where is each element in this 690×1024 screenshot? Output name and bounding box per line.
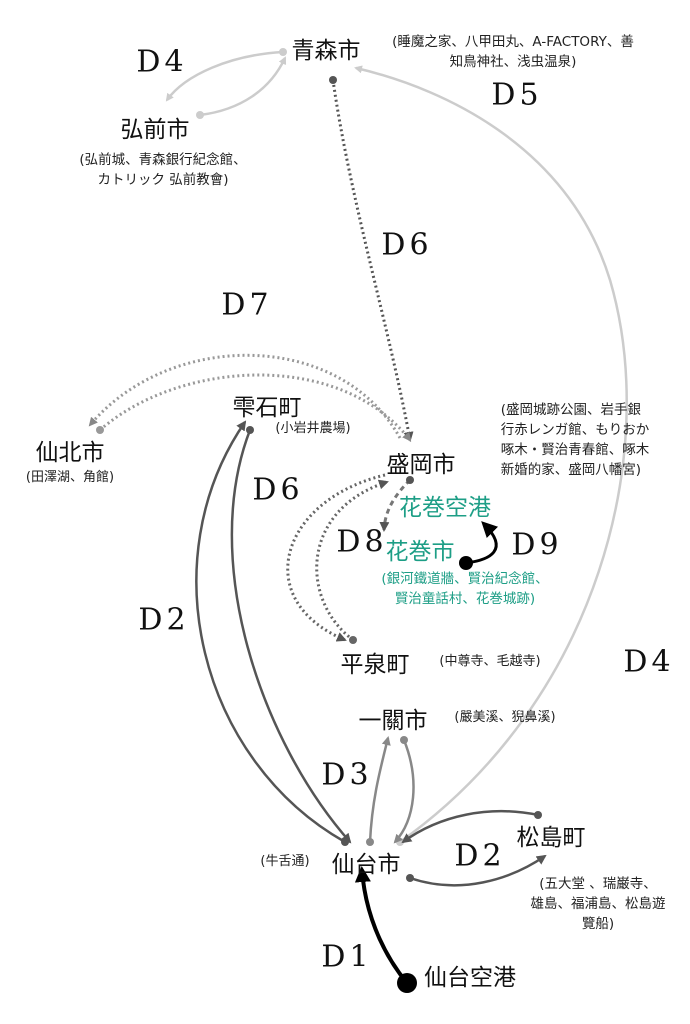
city-sendai-airport: 仙台空港 bbox=[424, 965, 516, 991]
edge-aomori-morioka bbox=[329, 76, 414, 442]
note-line: (睡魔之家、八甲田丸、A-FACTORY、善 bbox=[392, 34, 634, 50]
edge-morioka-hanamaki bbox=[379, 476, 414, 532]
note-morioka: (盛岡城跡公園、岩手銀行赤レンガ館、もりおか啄木・賢治青春館、啄木新婚的家、盛岡… bbox=[501, 400, 650, 480]
note-hanamaki: (銀河鐵道牆、賢治紀念館、賢治童話村、花巻城跡) bbox=[381, 569, 548, 609]
edge-morioka-hiraizumi bbox=[286, 473, 389, 644]
city-hiraizumi: 平泉町 bbox=[340, 652, 410, 678]
city-hirosaki: 弘前市 bbox=[120, 117, 190, 143]
city-shizukuishi: 雫石町 bbox=[232, 395, 302, 421]
note-sendai: (牛舌通) bbox=[260, 854, 310, 869]
city-semboku: 仙北市 bbox=[35, 440, 105, 466]
note-hiraizumi: (中尊寺、毛越寺) bbox=[439, 654, 541, 669]
city-ichinoseki: 一關市 bbox=[358, 708, 428, 734]
note-line: 賢治童話村、花巻城跡) bbox=[394, 591, 536, 607]
note-aomori: (睡魔之家、八甲田丸、A-FACTORY、善知鳥神社、浅虫温泉) bbox=[392, 32, 634, 72]
day-label-d7: D7 bbox=[221, 287, 273, 323]
note-hirosaki: (弘前城、青森銀行紀念館、カトリック 弘前教會) bbox=[79, 150, 246, 190]
day-label-d6: D6 bbox=[252, 472, 304, 508]
edge-morioka-semboku bbox=[88, 353, 412, 442]
note-line: 知鳥神社、浅虫温泉) bbox=[449, 54, 577, 70]
city-hanamaki: 花巻市 bbox=[385, 539, 455, 565]
note-line: (盛岡城跡公園、岩手銀 bbox=[500, 402, 642, 418]
day-label-d6: D6 bbox=[381, 227, 433, 263]
edge-sendai-matsushima bbox=[401, 809, 547, 887]
day-label-d4: D4 bbox=[136, 44, 188, 80]
note-shizukuishi: (小岩井農場) bbox=[275, 421, 351, 436]
city-matsushima: 松島町 bbox=[516, 825, 586, 851]
edge-sendai-ichinoseki bbox=[366, 736, 415, 846]
day-label-d2: D2 bbox=[454, 838, 506, 874]
note-line: (五大堂 、瑞巌寺、 bbox=[539, 876, 657, 892]
city-morioka: 盛岡市 bbox=[386, 452, 456, 478]
note-line: 雄島、福浦島、松島遊 bbox=[530, 896, 666, 912]
note-ichinoseki: (嚴美溪、猊鼻溪) bbox=[454, 710, 556, 725]
note-line: (銀河鐵道牆、賢治紀念館、 bbox=[381, 571, 549, 587]
day-label-d4: D4 bbox=[623, 644, 675, 680]
city-sendai: 仙台市 bbox=[331, 852, 401, 878]
note-line: 啄木・賢治青春館、啄木 bbox=[500, 442, 650, 458]
edge-aomori-hirosaki bbox=[165, 48, 287, 119]
day-label-d2: D2 bbox=[138, 602, 190, 638]
note-line: 行赤レンガ館、もりおか bbox=[500, 422, 650, 438]
day-label-d9: D9 bbox=[511, 527, 563, 563]
day-label-d3: D3 bbox=[321, 757, 373, 793]
day-label-d1: D1 bbox=[321, 939, 373, 975]
note-line: 新婚的家、盛岡八幡宮) bbox=[500, 462, 642, 478]
edge-airport-sendai bbox=[354, 866, 417, 993]
edge-hanamaki-airport bbox=[459, 521, 499, 570]
note-line: (弘前城、青森銀行紀念館、 bbox=[79, 152, 247, 168]
city-hanamaki-airport: 花巻空港 bbox=[399, 495, 491, 521]
city-aomori: 青森市 bbox=[291, 38, 361, 64]
note-line: カトリック 弘前教會) bbox=[97, 172, 229, 188]
note-matsushima: (五大堂 、瑞巌寺、雄島、福浦島、松島遊覽船) bbox=[531, 874, 666, 934]
edge-sendai-shizukuishi bbox=[195, 420, 352, 846]
day-label-d5: D5 bbox=[491, 77, 543, 113]
day-label-d8: D8 bbox=[336, 524, 388, 560]
note-line: 覽船) bbox=[581, 916, 615, 932]
note-semboku: (田澤湖、角館) bbox=[25, 470, 115, 485]
